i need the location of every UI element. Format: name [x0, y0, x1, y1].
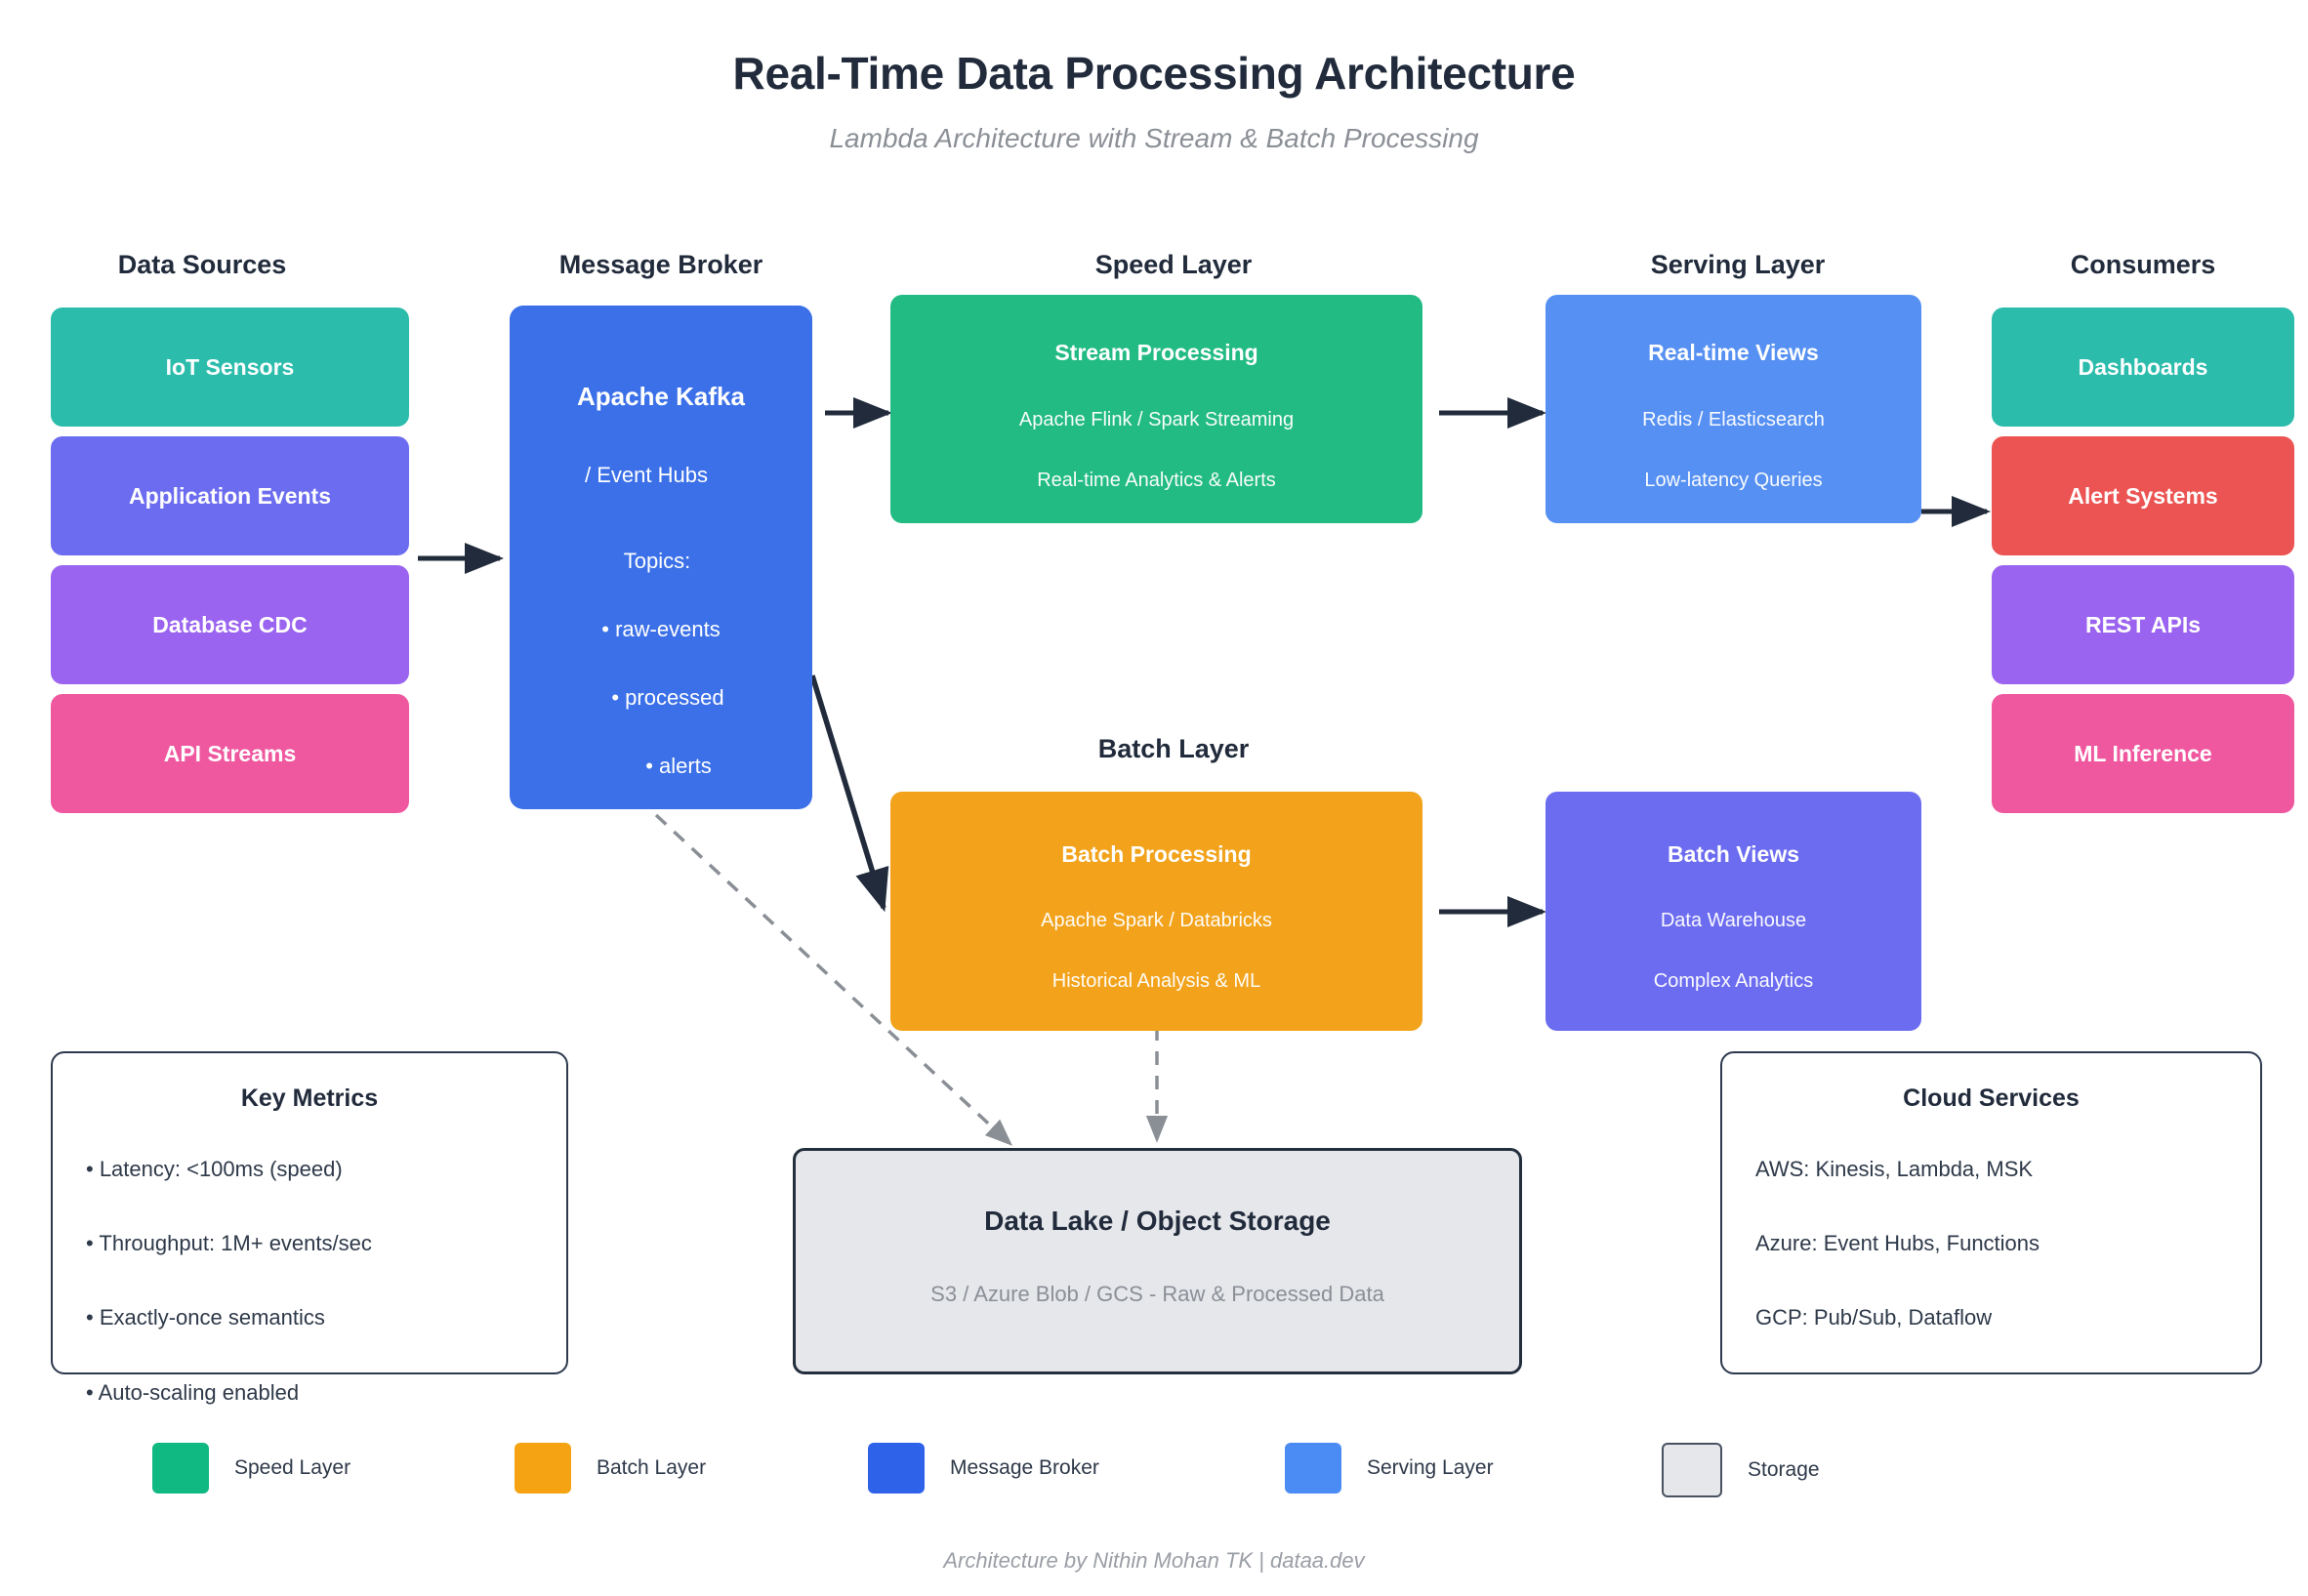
real-time-views-sub-2: Low-latency Queries — [1644, 469, 1823, 491]
legend-swatch-serving-layer — [1285, 1443, 1341, 1494]
broker-topic-raw-events: • raw-events — [601, 617, 721, 641]
broker-topic-processed: • processed — [611, 685, 724, 710]
broker-box-apache-kafka[interactable]: Apache Kafka / Event Hubs Topics: • raw-… — [510, 306, 812, 809]
legend: Speed Layer Batch Layer Message Broker S… — [0, 1443, 2308, 1501]
cloud-service-item: GCP: Pub/Sub, Dataflow — [1755, 1305, 1993, 1330]
batch-views-sub-2: Complex Analytics — [1653, 970, 1814, 993]
batch-views-box[interactable]: Batch Views Data Warehouse Complex Analy… — [1546, 792, 1921, 1031]
consumer-box-dashboards[interactable]: Dashboards — [1992, 307, 2294, 427]
legend-item-batch-layer: Batch Layer — [515, 1443, 706, 1494]
consumer-box-rest-apis[interactable]: REST APIs — [1992, 565, 2294, 684]
legend-label: Serving Layer — [1367, 1456, 1494, 1479]
data-lake-title: Data Lake / Object Storage — [984, 1206, 1331, 1236]
batch-layer-box-batch-processing[interactable]: Batch Processing Apache Spark / Databric… — [890, 792, 1422, 1031]
stream-processing-sub-2: Real-time Analytics & Alerts — [1037, 469, 1276, 491]
data-lake-box[interactable]: Data Lake / Object Storage S3 / Azure Bl… — [793, 1148, 1522, 1374]
batch-views-title: Batch Views — [1667, 840, 1800, 867]
key-metrics-title: Key Metrics — [240, 1084, 379, 1112]
consumer-label: Dashboards — [2078, 353, 2208, 380]
consumer-label: REST APIs — [2084, 611, 2201, 637]
broker-line-event-hubs: / Event Hubs — [585, 463, 708, 487]
legend-label: Batch Layer — [597, 1456, 707, 1479]
source-label: API Streams — [163, 740, 297, 766]
source-box-iot-sensors[interactable]: IoT Sensors — [51, 307, 409, 427]
page-subtitle: Lambda Architecture with Stream & Batch … — [829, 123, 1479, 153]
consumer-box-alert-systems[interactable]: Alert Systems — [1992, 436, 2294, 555]
real-time-views-sub-1: Redis / Elasticsearch — [1642, 408, 1825, 430]
key-metrics-panel: Key Metrics • Latency: <100ms (speed) • … — [51, 1051, 568, 1404]
stream-processing-sub-1: Apache Flink / Spark Streaming — [1018, 408, 1295, 430]
source-box-application-events[interactable]: Application Events — [51, 436, 409, 555]
key-metric-item: • Exactly-once semantics — [86, 1305, 325, 1330]
footer-credit: Architecture by Nithin Mohan TK | dataa.… — [943, 1548, 1365, 1573]
legend-swatch-storage — [1662, 1443, 1722, 1497]
legend-swatch-batch-layer — [515, 1443, 571, 1494]
cloud-services-list: AWS: Kinesis, Lambda, MSK Azure: Event H… — [1722, 1157, 2260, 1330]
arrow-broker-to-batch — [809, 675, 889, 913]
source-box-api-streams[interactable]: API Streams — [51, 694, 409, 813]
column-header-serving-layer: Serving Layer — [1650, 250, 1826, 279]
batch-processing-sub-1: Apache Spark / Databricks — [1041, 910, 1272, 932]
page-title: Real-Time Data Processing Architecture — [732, 48, 1576, 99]
consumer-box-ml-inference[interactable]: ML Inference — [1992, 694, 2294, 813]
cloud-service-item: Azure: Event Hubs, Functions — [1755, 1231, 2040, 1256]
legend-label: Message Broker — [950, 1456, 1099, 1479]
legend-label: Speed Layer — [234, 1456, 351, 1479]
key-metric-item: • Throughput: 1M+ events/sec — [86, 1231, 372, 1256]
broker-line-topics: Topics: — [623, 549, 691, 573]
broker-topic-alerts: • alerts — [645, 754, 712, 778]
column-header-data-sources: Data Sources — [117, 250, 287, 279]
real-time-views-title: Real-time Views — [1648, 340, 1819, 366]
legend-item-storage: Storage — [1662, 1443, 1820, 1497]
source-label: Database CDC — [152, 611, 308, 637]
speed-layer-box-stream-processing[interactable]: Stream Processing Apache Flink / Spark S… — [890, 295, 1422, 523]
serving-layer-box-real-time-views[interactable]: Real-time Views Redis / Elasticsearch Lo… — [1546, 295, 1921, 523]
stream-processing-title: Stream Processing — [1054, 340, 1258, 366]
column-header-message-broker: Message Broker — [558, 250, 763, 279]
section-header-batch-layer: Batch Layer — [1097, 734, 1250, 763]
key-metrics-list: • Latency: <100ms (speed) • Throughput: … — [53, 1157, 566, 1405]
legend-swatch-speed-layer — [152, 1443, 209, 1494]
cloud-services-panel: Cloud Services AWS: Kinesis, Lambda, MSK… — [1720, 1051, 2262, 1374]
batch-views-sub-1: Data Warehouse — [1660, 910, 1807, 932]
source-box-database-cdc[interactable]: Database CDC — [51, 565, 409, 684]
consumer-label: Alert Systems — [2068, 482, 2218, 509]
source-label: IoT Sensors — [165, 353, 295, 380]
legend-item-serving-layer: Serving Layer — [1285, 1443, 1494, 1494]
legend-swatch-message-broker — [868, 1443, 925, 1494]
legend-item-speed-layer: Speed Layer — [152, 1443, 350, 1494]
source-label: Application Events — [128, 482, 332, 509]
key-metric-item: • Latency: <100ms (speed) — [86, 1157, 343, 1181]
legend-label: Storage — [1748, 1458, 1820, 1481]
legend-item-message-broker: Message Broker — [868, 1443, 1099, 1494]
cloud-service-item: AWS: Kinesis, Lambda, MSK — [1755, 1157, 2034, 1181]
data-lake-subtitle: S3 / Azure Blob / GCS - Raw & Processed … — [930, 1282, 1384, 1306]
batch-processing-sub-2: Historical Analysis & ML — [1051, 970, 1261, 993]
column-header-consumers: Consumers — [2070, 250, 2216, 279]
batch-processing-title: Batch Processing — [1061, 840, 1252, 867]
broker-title: Apache Kafka — [577, 382, 745, 411]
cloud-services-title: Cloud Services — [1903, 1084, 2080, 1112]
column-header-speed-layer: Speed Layer — [1094, 250, 1253, 279]
consumer-label: ML Inference — [2074, 740, 2212, 766]
key-metric-item: • Auto-scaling enabled — [86, 1379, 300, 1405]
